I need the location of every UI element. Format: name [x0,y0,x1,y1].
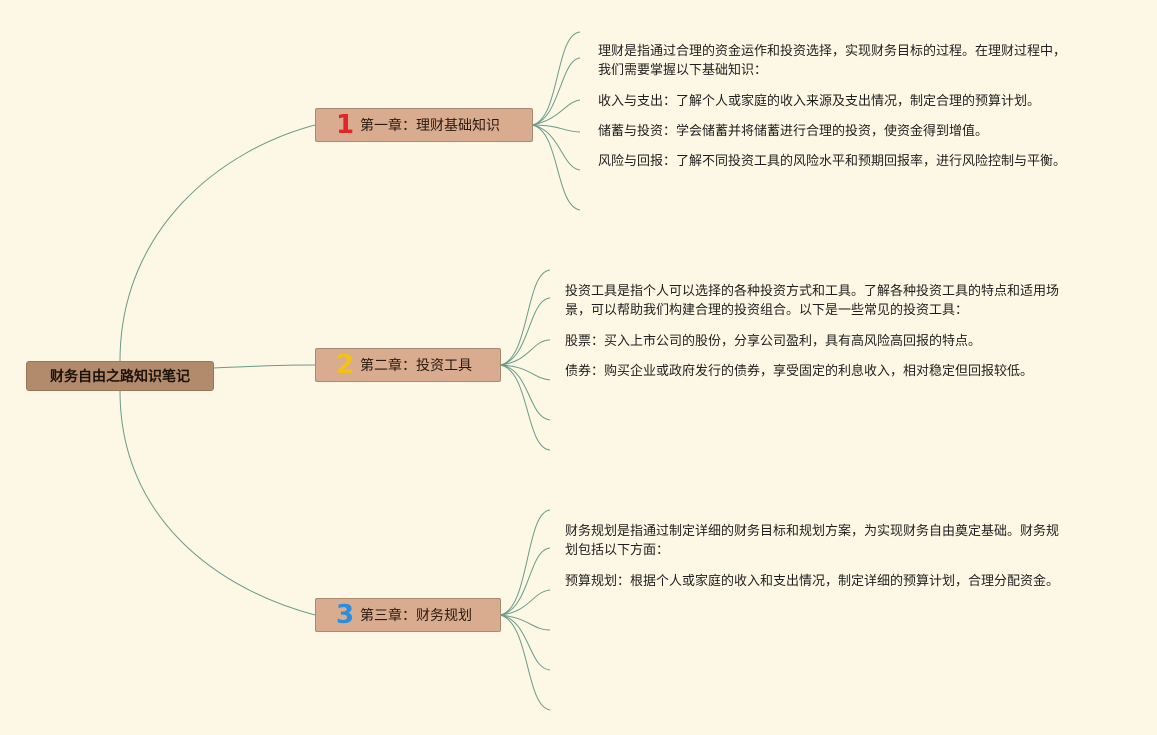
link-ch3-note-5 [499,614,551,671]
link-ch2-note-6 [499,364,551,451]
link-ch1-note-5 [531,124,581,171]
chapter-node-3[interactable]: 3 第三章：财务规划 [315,598,501,632]
link-ch1-note-2 [531,57,581,126]
link-ch1-note-4 [531,124,581,133]
link-ch3-note-1 [499,509,551,616]
link-ch3-note-3 [499,589,551,616]
root-label: 财务自由之路知识笔记 [50,369,190,385]
note-text: 预算规划：根据个人或家庭的收入和支出情况，制定详细的预算计划，合理分配资金。 [565,574,1060,589]
note-text: 债券：购买企业或政府发行的债券，享受固定的利息收入，相对稳定但回报较低。 [565,364,1034,379]
note-text: 股票：买入上市公司的股份，分享公司盈利，具有高风险高回报的特点。 [565,334,982,349]
note-text: 收入与支出：了解个人或家庭的收入来源及支出情况，制定合理的预算计划。 [598,94,1041,109]
link-ch2-note-2 [499,297,551,366]
chapter-number-badge: 1 [335,110,355,140]
link-root-ch2 [213,364,316,369]
link-root-ch3 [119,390,316,616]
link-ch3-note-4 [499,614,551,631]
chapter-title: 第一章：理财基础知识 [360,118,500,134]
link-ch3-note-6 [499,614,551,711]
chapter-number-badge: 3 [335,600,355,630]
link-ch1-note-6 [531,124,581,211]
link-ch1-note-3 [531,99,581,126]
link-root-ch1 [119,124,316,362]
chapter-title: 第三章：财务规划 [360,608,472,624]
note-text: 风险与回报：了解不同投资工具的风险水平和预期回报率，进行风险控制与平衡。 [598,154,1067,169]
chapter-title: 第二章：投资工具 [360,358,472,374]
link-ch1-note-1 [531,31,581,126]
root-node[interactable]: 财务自由之路知识笔记 [26,361,214,391]
note-text: 财务规划是指通过制定详细的财务目标和规划方案，为实现财务自由奠定基础。财务规划包… [565,524,1060,558]
chapter-node-2[interactable]: 2 第二章：投资工具 [315,348,501,382]
link-ch2-note-1 [499,269,551,366]
chapter-number-badge: 2 [335,350,355,380]
note-text: 储蓄与投资：学会储蓄并将储蓄进行合理的投资，使资金得到增值。 [598,124,989,139]
note-text: 理财是指通过合理的资金运作和投资选择，实现财务目标的过程。在理财过程中，我们需要… [598,44,1067,78]
link-ch2-note-4 [499,364,551,381]
link-ch2-note-5 [499,364,551,421]
note-text: 投资工具是指个人可以选择的各种投资方式和工具。了解各种投资工具的特点和适用场景，… [565,284,1060,318]
chapter-node-1[interactable]: 1 第一章：理财基础知识 [315,108,533,142]
link-ch2-note-3 [499,339,551,366]
link-ch3-note-2 [499,547,551,616]
